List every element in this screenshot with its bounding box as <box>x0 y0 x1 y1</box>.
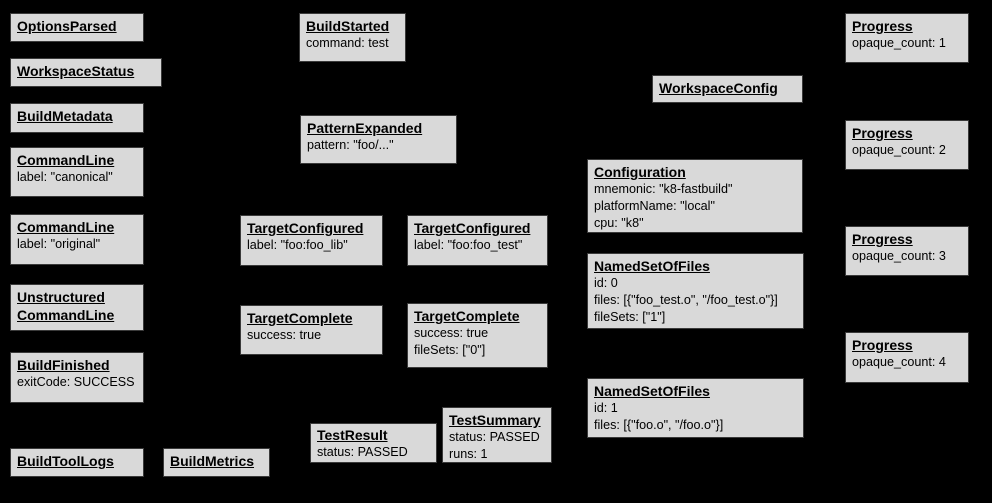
node-attribute: command: test <box>306 36 389 50</box>
node-command-line-canonical: CommandLine label: "canonical" <box>10 147 144 197</box>
node-attribute: fileSets: ["0"] <box>414 343 486 357</box>
node-build-finished: BuildFinished exitCode: SUCCESS <box>10 352 144 403</box>
node-title: TestSummary <box>449 412 541 428</box>
node-attribute: label: "foo:foo_lib" <box>247 238 348 252</box>
node-attribute: files: [{"foo_test.o", "/foo_test.o"}] <box>594 293 778 307</box>
node-attribute: opaque_count: 2 <box>852 143 946 157</box>
node-target-configured-foo-lib: TargetConfigured label: "foo:foo_lib" <box>240 215 383 266</box>
node-target-complete-foo-lib: TargetComplete success: true <box>240 305 383 355</box>
node-build-metrics: BuildMetrics <box>163 448 270 477</box>
node-title: NamedSetOfFiles <box>594 258 710 274</box>
node-title: BuildStarted <box>306 18 390 34</box>
node-attribute: label: "original" <box>17 237 101 251</box>
node-title: TargetConfigured <box>247 220 364 236</box>
node-attribute: label: "canonical" <box>17 170 113 184</box>
node-attribute: runs: 1 <box>449 447 488 461</box>
node-title: TargetComplete <box>247 310 353 326</box>
node-title: Progress <box>852 18 913 34</box>
node-named-set-of-files-1: NamedSetOfFiles id: 1 files: [{"foo.o", … <box>587 378 804 438</box>
node-test-summary: TestSummary status: PASSED runs: 1 <box>442 407 552 463</box>
node-title: PatternExpanded <box>307 120 423 136</box>
node-attribute: files: [{"foo.o", "/foo.o"}] <box>594 418 724 432</box>
node-attribute: id: 0 <box>594 276 618 290</box>
node-title: BuildToolLogs <box>17 453 114 469</box>
node-attribute: exitCode: SUCCESS <box>17 375 135 389</box>
node-title: WorkspaceConfig <box>659 80 778 96</box>
node-progress-1: Progress opaque_count: 1 <box>845 13 969 63</box>
node-attribute: cpu: "k8" <box>594 216 644 230</box>
node-attribute: success: true <box>414 326 489 340</box>
node-title: TestResult <box>317 427 388 443</box>
node-attribute: label: "foo:foo_test" <box>414 238 523 252</box>
node-attribute: id: 1 <box>594 401 618 415</box>
node-workspace-config: WorkspaceConfig <box>652 75 803 103</box>
node-progress-4: Progress opaque_count: 4 <box>845 332 969 383</box>
node-title: Unstructured CommandLine <box>17 289 115 323</box>
node-build-started: BuildStarted command: test <box>299 13 406 62</box>
node-attribute: status: PASSED <box>449 430 540 444</box>
node-workspace-status: WorkspaceStatus <box>10 58 162 87</box>
node-title: OptionsParsed <box>17 18 117 34</box>
node-target-configured-foo-test: TargetConfigured label: "foo:foo_test" <box>407 215 548 266</box>
node-title: BuildFinished <box>17 357 110 373</box>
node-progress-3: Progress opaque_count: 3 <box>845 226 969 276</box>
node-title: TargetConfigured <box>414 220 531 236</box>
node-title: BuildMetrics <box>170 453 255 469</box>
node-target-complete-foo-test: TargetComplete success: true fileSets: [… <box>407 303 548 368</box>
node-title: TargetComplete <box>414 308 520 324</box>
node-build-tool-logs: BuildToolLogs <box>10 448 144 477</box>
node-attribute: status: PASSED <box>317 445 408 459</box>
node-title: BuildMetadata <box>17 108 113 124</box>
node-title: CommandLine <box>17 219 115 235</box>
node-title: Progress <box>852 337 913 353</box>
node-build-metadata: BuildMetadata <box>10 103 144 133</box>
node-title: CommandLine <box>17 152 115 168</box>
node-configuration: Configuration mnemonic: "k8-fastbuild" p… <box>587 159 803 233</box>
node-attribute: opaque_count: 4 <box>852 355 946 369</box>
node-attribute: success: true <box>247 328 322 342</box>
node-command-line-original: CommandLine label: "original" <box>10 214 144 265</box>
node-attribute: platformName: "local" <box>594 199 715 213</box>
node-attribute: pattern: "foo/..." <box>307 138 394 152</box>
node-test-result: TestResult status: PASSED <box>310 423 437 463</box>
node-attribute: opaque_count: 1 <box>852 36 946 50</box>
node-title: NamedSetOfFiles <box>594 383 710 399</box>
node-unstructured-command-line: Unstructured CommandLine <box>10 284 144 331</box>
node-attribute: mnemonic: "k8-fastbuild" <box>594 182 733 196</box>
node-options-parsed: OptionsParsed <box>10 13 144 42</box>
node-named-set-of-files-0: NamedSetOfFiles id: 0 files: [{"foo_test… <box>587 253 804 329</box>
node-pattern-expanded: PatternExpanded pattern: "foo/..." <box>300 115 457 164</box>
node-attribute: fileSets: ["1"] <box>594 310 666 324</box>
node-attribute: opaque_count: 3 <box>852 249 946 263</box>
node-title: WorkspaceStatus <box>17 63 135 79</box>
node-title: Configuration <box>594 164 686 180</box>
node-progress-2: Progress opaque_count: 2 <box>845 120 969 170</box>
node-title: Progress <box>852 125 913 141</box>
node-title: Progress <box>852 231 913 247</box>
